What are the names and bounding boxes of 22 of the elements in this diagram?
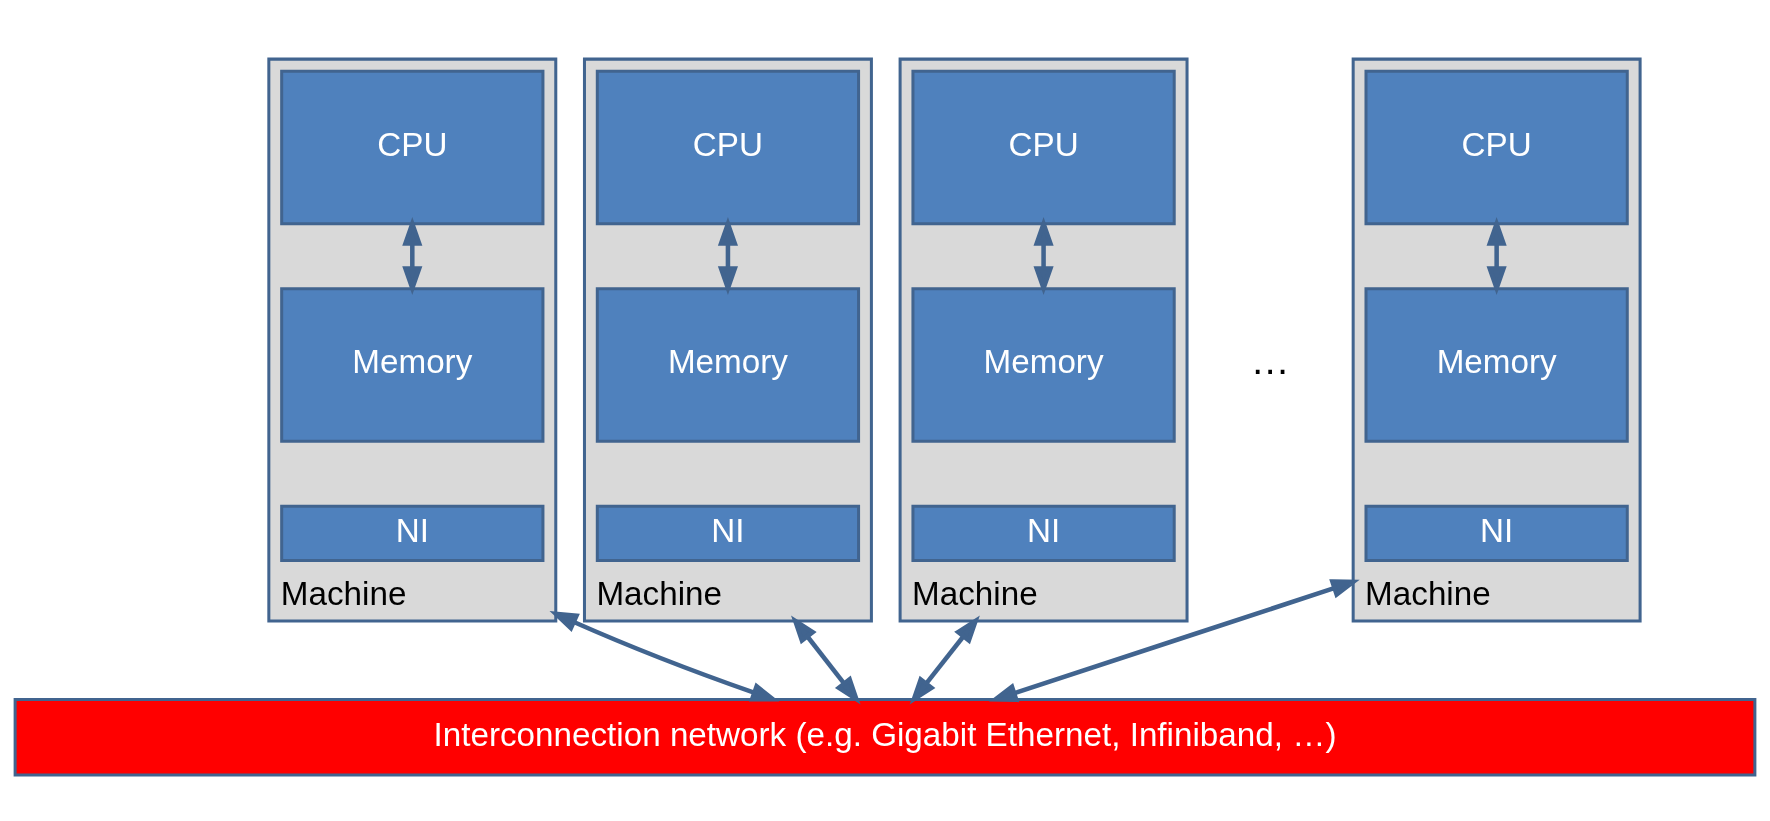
node-box: NI (1364, 504, 1629, 562)
node-box: CPU (280, 69, 545, 225)
node-box: Memory (911, 286, 1176, 443)
node-box: CPU (911, 69, 1176, 225)
node-box: CPU (1364, 69, 1629, 225)
arrow (1033, 216, 1054, 295)
node-box: Memory (595, 286, 861, 443)
arrow (402, 216, 423, 295)
arrow (909, 615, 980, 704)
arrow (791, 615, 861, 704)
arrow (717, 216, 738, 295)
node-box: Interconnection network (e.g. Gigabit Ethernet, Infiniband, …) (13, 697, 1757, 776)
arrow (988, 578, 1360, 702)
node-box: Memory (280, 286, 545, 443)
node-box: NI (595, 504, 861, 562)
label: … (1250, 337, 1290, 382)
arrow (1486, 216, 1507, 295)
node-box: CPU (595, 69, 861, 225)
arrow (549, 610, 780, 702)
node-box: Memory (1364, 286, 1629, 443)
node-box: NI (911, 504, 1176, 562)
node-box: NI (280, 504, 545, 562)
